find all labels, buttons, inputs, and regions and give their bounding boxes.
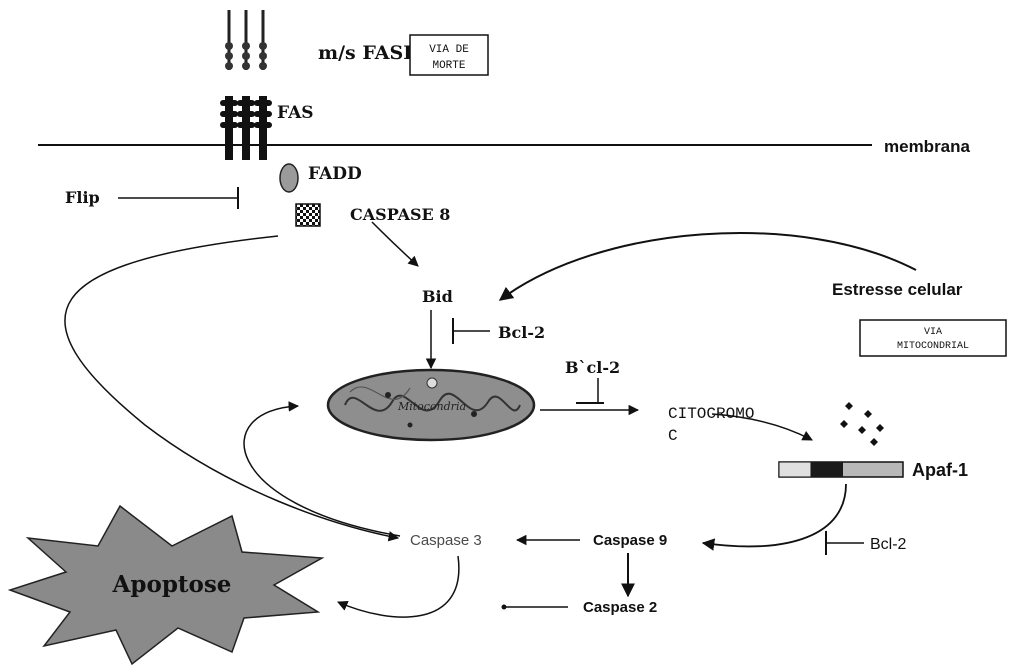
caspase3-label: Caspase 3 xyxy=(410,532,482,549)
bcl2-mito-label: B`cl-2 xyxy=(565,358,620,377)
via-mitocondrial-line1: VIA xyxy=(924,327,942,338)
cytochrome-label-line2: C xyxy=(668,427,678,445)
cytochrome-dots-icon xyxy=(840,402,884,446)
mitochondria-label: Mitocondria xyxy=(397,400,466,413)
bcl2-bid-inhibition xyxy=(453,318,490,344)
fas-label: FAS xyxy=(277,103,314,123)
cytochrome-label-line1: CITOCROMO xyxy=(668,405,754,423)
fasl-label: m/s FASL xyxy=(318,42,417,64)
fadd-label: FADD xyxy=(308,164,362,184)
fas-receptor-icon xyxy=(220,96,272,160)
apaf1-to-caspase9-arrow xyxy=(703,484,846,546)
fasl-ligand-icon xyxy=(225,10,267,70)
fadd-icon xyxy=(280,164,298,192)
stress-label: Estresse celular xyxy=(832,280,963,299)
caspase8-label: CASPASE 8 xyxy=(350,205,450,224)
bcl2-bid-label: Bcl-2 xyxy=(498,323,545,342)
flip-label: Flip xyxy=(65,188,100,207)
via-de-morte-line2: MORTE xyxy=(432,60,465,72)
bcl2-mito-inhibition xyxy=(576,378,604,403)
apoptose-label: Apoptose xyxy=(112,571,232,598)
caspase8-icon xyxy=(296,204,320,226)
bid-label: Bid xyxy=(422,287,453,306)
bcl2-caspase9-label: Bcl-2 xyxy=(870,536,907,553)
via-mitocondrial-line2: MITOCONDRIAL xyxy=(897,341,969,352)
caspase2-label: Caspase 2 xyxy=(583,599,657,616)
caspase3-to-apoptose-arrow xyxy=(338,556,459,617)
via-de-morte-line1: VIA DE xyxy=(429,44,469,56)
bcl2-caspase9-inhibition xyxy=(826,531,864,555)
caspase2-to-apoptose-line xyxy=(502,605,569,610)
apaf1-icon xyxy=(779,462,903,477)
caspase8-to-bid-arrow xyxy=(372,222,418,266)
flip-inhibition-line xyxy=(118,187,238,209)
caspase9-label: Caspase 9 xyxy=(593,532,667,549)
apaf1-label: Apaf-1 xyxy=(912,460,968,480)
membrane-label: membrana xyxy=(884,137,971,156)
